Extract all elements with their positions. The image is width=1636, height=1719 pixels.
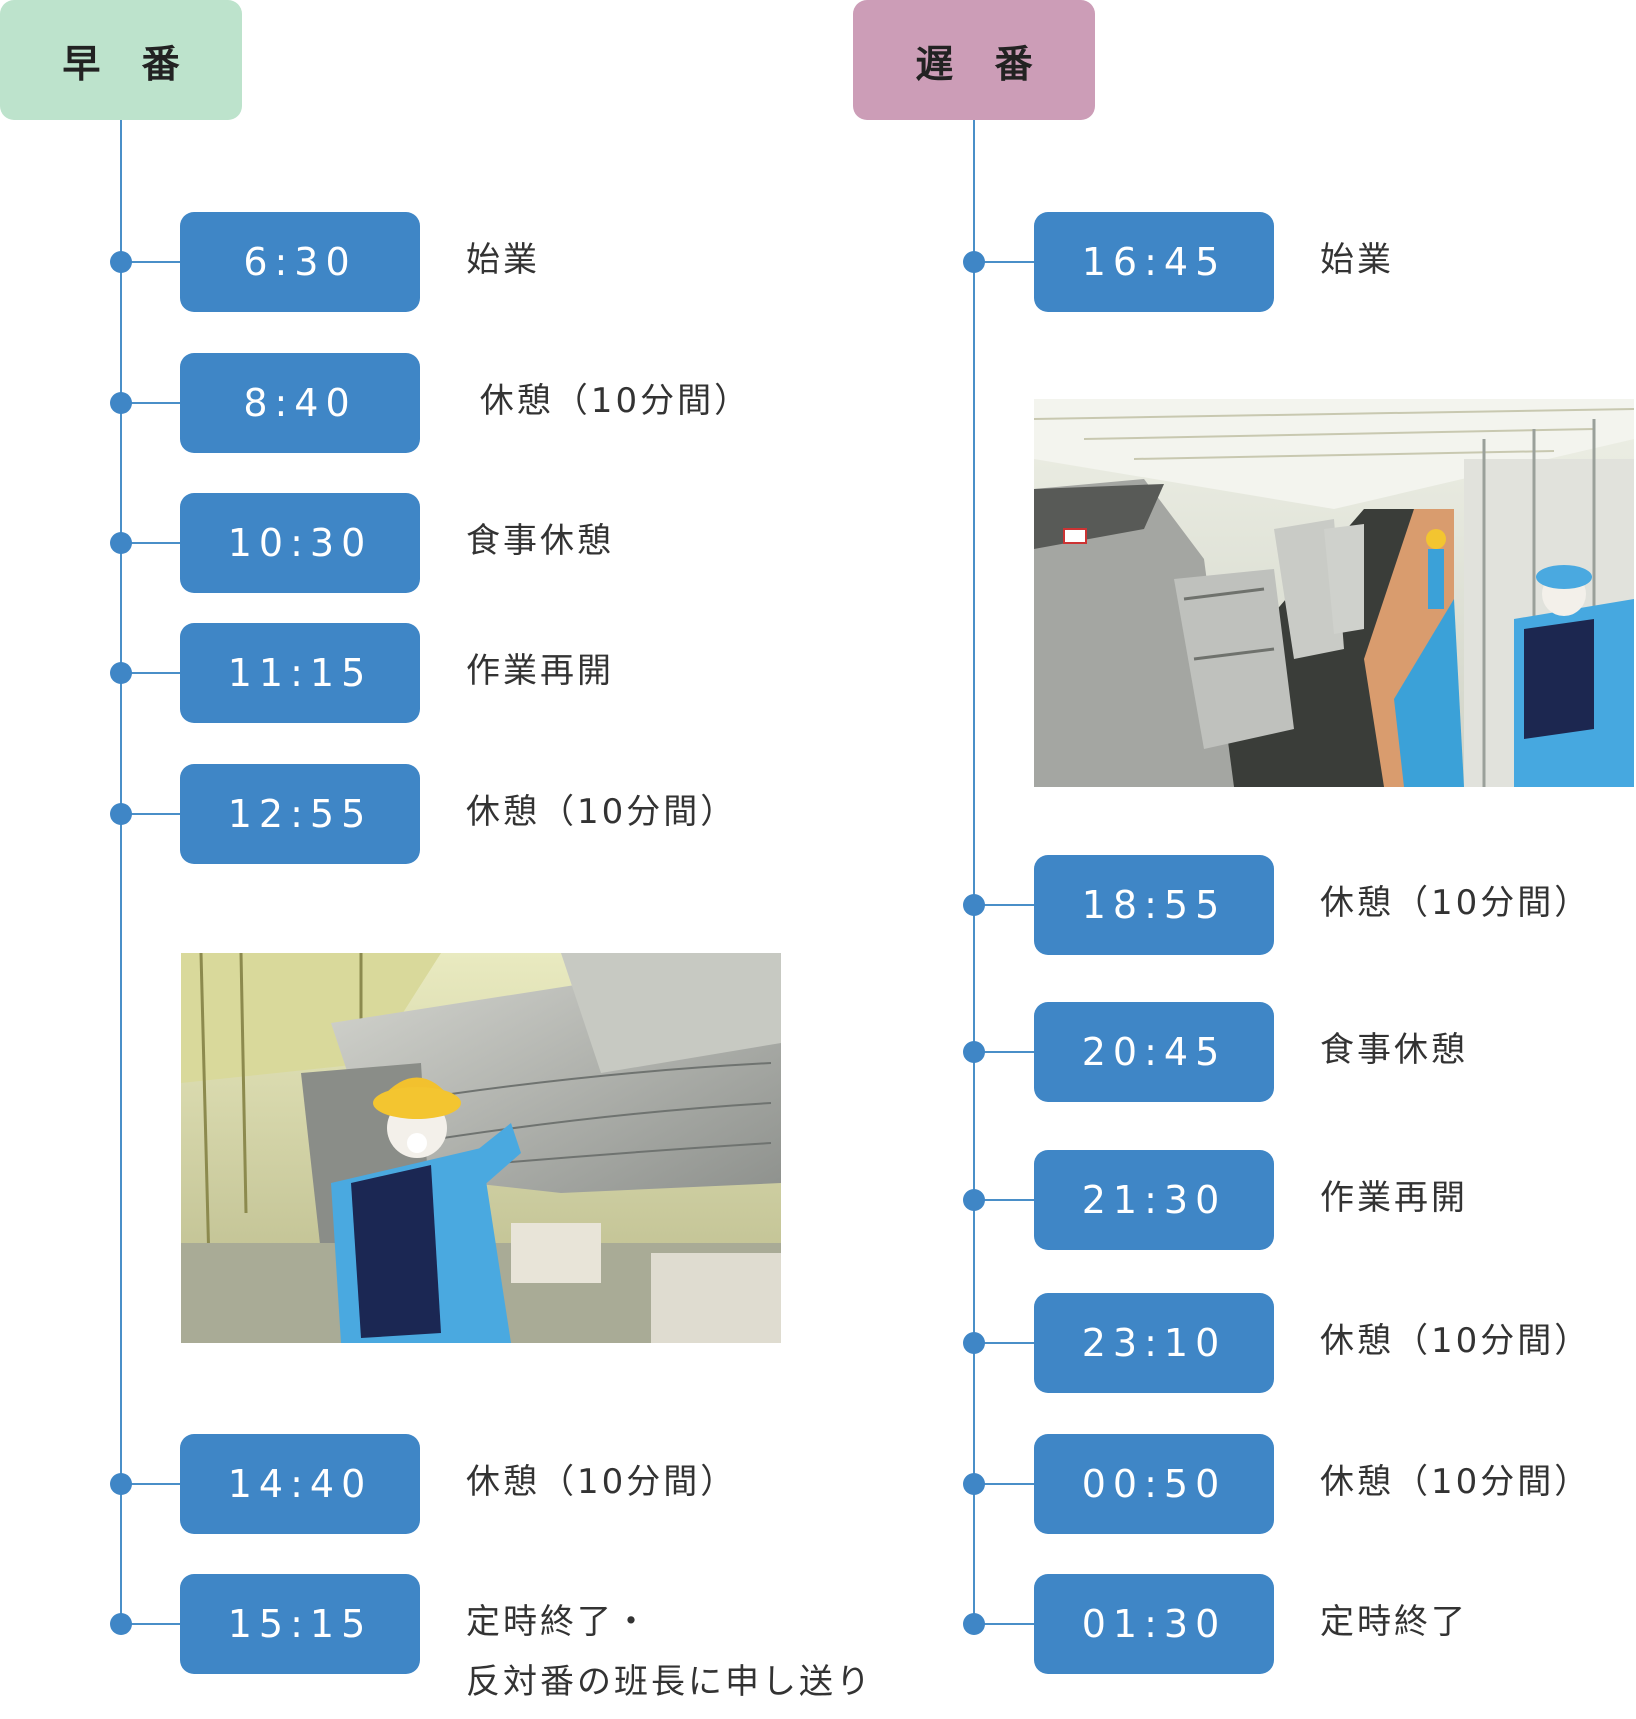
time-badge: 00:50: [1034, 1434, 1274, 1534]
event-label: 休憩（10分間）: [466, 792, 738, 832]
timeline-dot: [963, 1332, 985, 1354]
connector: [974, 1483, 1034, 1485]
early-shift-title: 早 番: [62, 41, 194, 86]
late-shift-title: 遅 番: [915, 41, 1047, 86]
timeline-dot: [110, 1613, 132, 1635]
connector: [121, 542, 181, 544]
timeline-dot: [110, 1473, 132, 1495]
timeline-dot: [963, 251, 985, 273]
event-label: 休憩（10分間）: [1320, 883, 1592, 923]
time-badge: 15:15: [180, 1574, 420, 1674]
connector: [974, 1623, 1034, 1625]
connector: [974, 1199, 1034, 1201]
connector: [974, 261, 1034, 263]
connector: [121, 813, 181, 815]
timeline-dot: [963, 1613, 985, 1635]
connector: [974, 904, 1034, 906]
time-badge: 23:10: [1034, 1293, 1274, 1393]
time-badge: 20:45: [1034, 1002, 1274, 1102]
timeline-dot: [963, 894, 985, 916]
connector: [121, 1623, 181, 1625]
late-timeline-line: [973, 120, 975, 1622]
timeline-dot: [963, 1189, 985, 1211]
factory-photo-assembly-line: [1034, 399, 1634, 787]
time-badge: 12:55: [180, 764, 420, 864]
timeline-dot: [963, 1473, 985, 1495]
late-shift-header: 遅 番: [853, 0, 1095, 120]
time-badge: 14:40: [180, 1434, 420, 1534]
connector: [121, 672, 181, 674]
connector: [121, 1483, 181, 1485]
time-badge: 11:15: [180, 623, 420, 723]
factory-photo-underbody: [181, 953, 781, 1343]
time-badge: 10:30: [180, 493, 420, 593]
event-label: 食事休憩: [1320, 1030, 1468, 1070]
event-label: 始業: [1320, 240, 1394, 280]
event-label: 始業: [466, 240, 540, 280]
timeline-dot: [963, 1041, 985, 1063]
event-label: 休憩（10分間）: [466, 381, 752, 421]
event-label: 作業再開: [1320, 1178, 1468, 1218]
connector: [974, 1342, 1034, 1344]
event-label: 定時終了・: [466, 1602, 651, 1642]
event-label: 定時終了: [1320, 1602, 1468, 1642]
early-timeline-line: [120, 120, 122, 1622]
event-label-line2: 反対番の班長に申し送り: [466, 1662, 873, 1702]
connector: [121, 261, 181, 263]
timeline-dot: [110, 392, 132, 414]
time-badge: 16:45: [1034, 212, 1274, 312]
time-badge: 21:30: [1034, 1150, 1274, 1250]
connector: [121, 402, 181, 404]
timeline-dot: [110, 662, 132, 684]
connector: [974, 1051, 1034, 1053]
event-label: 作業再開: [466, 651, 614, 691]
event-label: 食事休憩: [466, 521, 614, 561]
event-label: 休憩（10分間）: [466, 1462, 738, 1502]
timeline-dot: [110, 532, 132, 554]
early-shift-header: 早 番: [0, 0, 242, 120]
time-badge: 01:30: [1034, 1574, 1274, 1674]
timeline-dot: [110, 251, 132, 273]
time-badge: 18:55: [1034, 855, 1274, 955]
timeline-dot: [110, 803, 132, 825]
time-badge: 6:30: [180, 212, 420, 312]
event-label: 休憩（10分間）: [1320, 1462, 1592, 1502]
time-badge: 8:40: [180, 353, 420, 453]
event-label: 休憩（10分間）: [1320, 1321, 1592, 1361]
